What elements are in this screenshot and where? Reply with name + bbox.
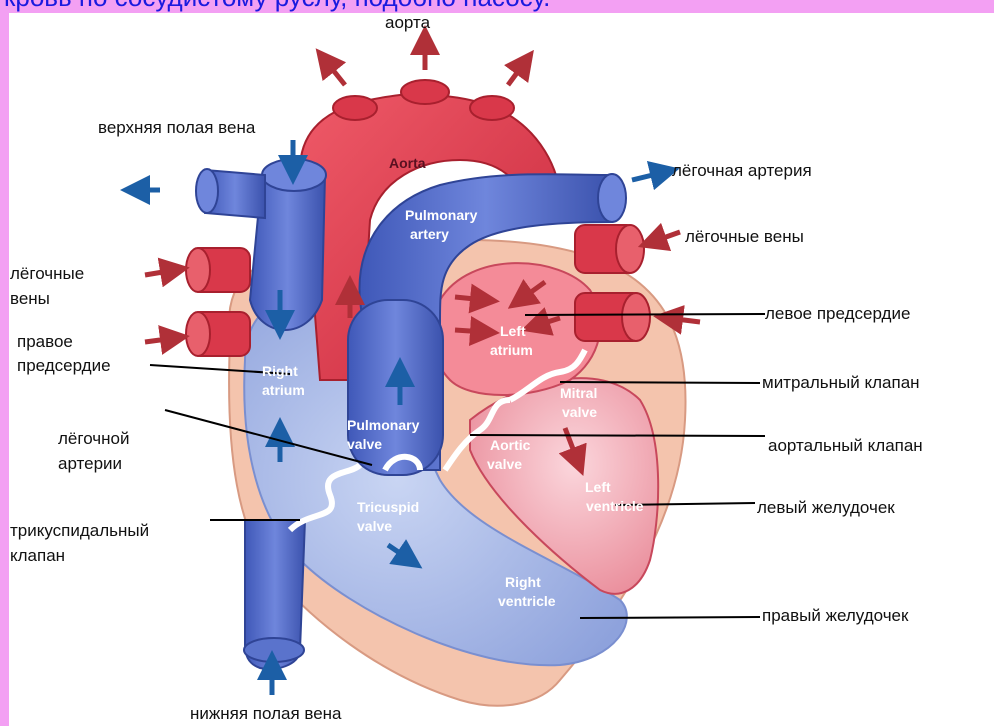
inner-aorta: Aorta [389,155,426,171]
label-tricuspid-valve-1: трикуспидальный [10,520,149,541]
inner-mitral-1: Mitral [560,385,597,401]
inner-pvalve-2: valve [347,436,382,452]
inner-rv-1: Right [505,574,541,590]
label-aorta: аорта [385,12,430,33]
label-right-ventricle: правый желудочек [762,605,908,626]
inner-lv-2: ventricle [586,498,644,514]
inner-tric-1: Tricuspid [357,499,419,515]
inner-la-1: Left [500,323,526,339]
aorta-branch-1 [333,96,377,120]
inner-pa-1: Pulmonary [405,207,478,223]
inner-tric-2: valve [357,518,392,534]
inner-aortic-2: valve [487,456,522,472]
inner-ra-1: Right [262,363,298,379]
label-aortic-valve: аортальный клапан [768,435,923,456]
label-pulmonary-valve-1: лёгочной [58,428,129,449]
aorta-branch-2 [401,80,449,104]
inner-lv-1: Left [585,479,611,495]
inner-pvalve-1: Pulmonary [347,417,420,433]
label-left-atrium: левое предсердие [765,303,910,324]
label-pulmonary-artery: лёгочная артерия [672,160,812,181]
label-superior-vena-cava: верхняя полая вена [98,117,255,138]
inner-ra-2: atrium [262,382,305,398]
label-mitral-valve: митральный клапан [762,372,920,393]
inner-pa-2: artery [410,226,449,242]
label-pulmonary-veins-left-1: лёгочные [10,263,84,284]
inner-rv-2: ventricle [498,593,556,609]
label-right-atrium-2: предсердие [17,355,111,376]
label-left-ventricle: левый желудочек [757,497,895,518]
label-pulmonary-valve-2: артерии [58,453,122,474]
label-tricuspid-valve-2: клапан [10,545,65,566]
label-pulmonary-veins-right: лёгочные вены [685,226,804,247]
inner-mitral-2: valve [562,404,597,420]
label-pulmonary-veins-left-2: вены [10,288,50,309]
inner-aortic-1: Aortic [490,437,531,453]
aorta-branch-3 [470,96,514,120]
label-right-atrium-1: правое [17,331,73,352]
inner-la-2: atrium [490,342,533,358]
label-inferior-vena-cava: нижняя полая вена [190,703,342,724]
